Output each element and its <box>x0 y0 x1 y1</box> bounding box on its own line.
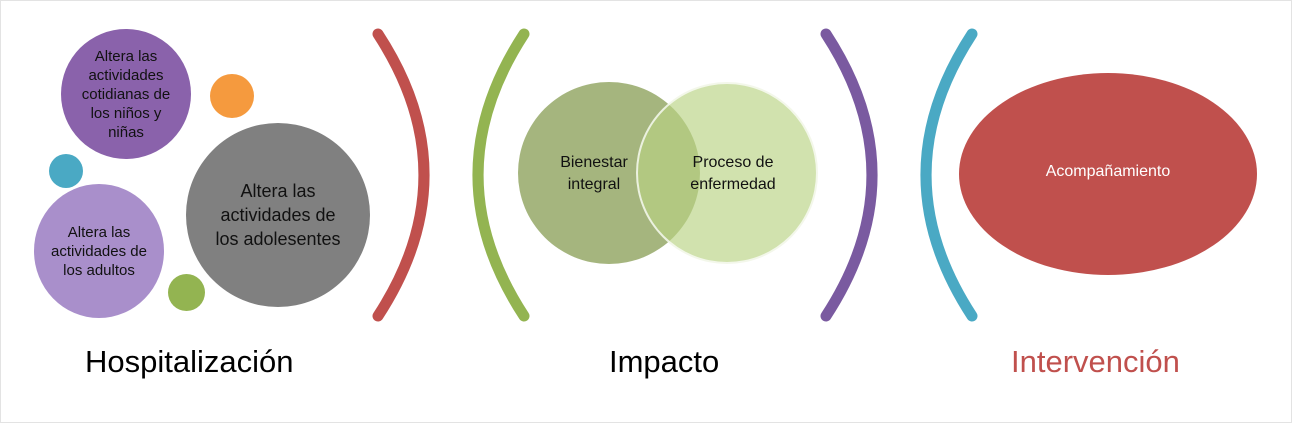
arc-purple <box>820 28 878 322</box>
section-title-hospitalization: Hospitalización <box>85 344 294 379</box>
ellipse-accompaniment-label: Acompañamiento <box>1045 163 1171 180</box>
circle-adolescents-activities: Altera las actividades de los adolesente… <box>186 123 370 307</box>
arc-blue <box>920 28 978 322</box>
ellipse-accompaniment: Acompañamiento <box>959 73 1257 275</box>
decorative-dot-green <box>168 274 205 311</box>
venn-label-illness: Proceso de enfermedad <box>690 154 776 193</box>
decorative-dot-orange <box>210 74 254 118</box>
arc-green <box>472 28 530 322</box>
circle-adolescents-label: Altera las actividades de los adolesente… <box>215 181 341 249</box>
section-title-impact: Impacto <box>609 344 720 379</box>
circle-adults-activities: Altera las actividades de los adultos <box>34 184 164 318</box>
section-title-intervention: Intervención <box>1011 344 1180 379</box>
circle-children-label: Altera las actividades cotidianas de los… <box>81 47 171 141</box>
arc-red <box>372 28 430 322</box>
decorative-dot-teal <box>49 154 83 188</box>
venn-label-wellbeing: Bienestar integral <box>560 154 628 193</box>
circle-children-activities: Altera las actividades cotidianas de los… <box>61 29 191 159</box>
circle-adults-label: Altera las actividades de los adultos <box>51 223 147 279</box>
venn-circle-illness <box>636 82 818 264</box>
